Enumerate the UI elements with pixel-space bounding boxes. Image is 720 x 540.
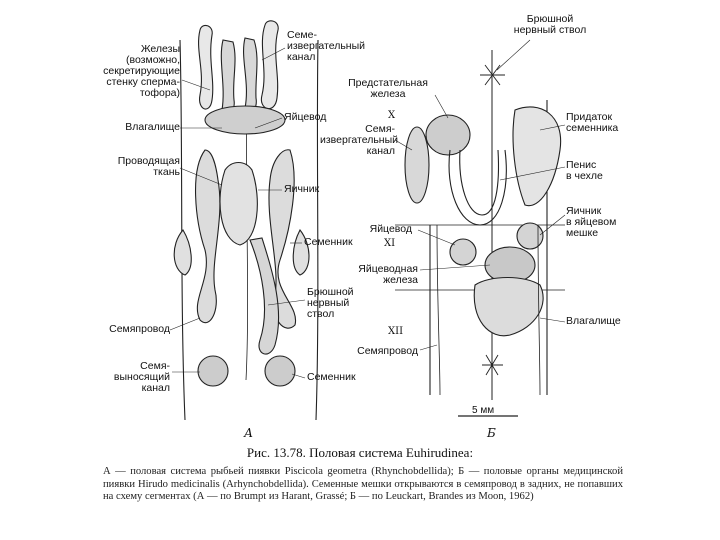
label-testis-upper: Семенник — [304, 237, 374, 248]
label-testis-lower: Семенник — [307, 372, 377, 383]
label-vas-efferens: Семя- выносящий канал — [95, 361, 170, 394]
label-ovary-a: Яичник — [284, 184, 354, 195]
label-prostate: Предстательная железа — [338, 78, 438, 100]
label-ventral-nerve-cord-b: Брюшной нервный ствол — [500, 14, 600, 36]
segment-xii: XII — [388, 326, 403, 337]
panel-a-anatomy — [170, 21, 318, 420]
label-albumin-gland: Яйцеводная железа — [330, 264, 418, 286]
label-ejaculatory-canal-a: Семе- извергательный канал — [287, 30, 377, 63]
panel-label-a: А — [244, 426, 253, 440]
label-ventral-nerve-cord-a: Брюшной нервный ствол — [307, 287, 377, 320]
label-ejaculatory-canal-b: Семя- извергательный канал — [320, 124, 395, 157]
panel-label-b: Б — [487, 426, 496, 440]
label-vas-deferens-b: Семяпровод — [340, 346, 418, 357]
label-epididymis: Придаток семенника — [566, 112, 636, 134]
figure-caption-body: А — половая система рыбьей пиявки Piscic… — [103, 466, 623, 504]
figure-caption-title: Рис. 13.78. Половая система Euhirudinea: — [0, 445, 720, 461]
segment-x: X — [388, 110, 395, 121]
label-penis: Пенис в чехле — [566, 160, 636, 182]
scale-bar-label: 5 мм — [472, 405, 494, 416]
label-vagina-a: Влагалище — [100, 122, 180, 133]
label-conducting-tissue: Проводящая ткань — [100, 156, 180, 178]
label-glands: Железы (возможно, секретирующие стенку с… — [100, 44, 180, 99]
label-oviduct-a: Яйцевод — [284, 112, 354, 123]
label-vagina-b: Влагалище — [566, 316, 636, 327]
label-oviduct-b: Яйцевод — [340, 224, 412, 235]
segment-xi: XI — [384, 238, 395, 249]
label-vas-deferens-a: Семяпровод — [95, 324, 170, 335]
label-ovary-in-sac: Яичник в яйцевом мешке — [566, 206, 636, 239]
